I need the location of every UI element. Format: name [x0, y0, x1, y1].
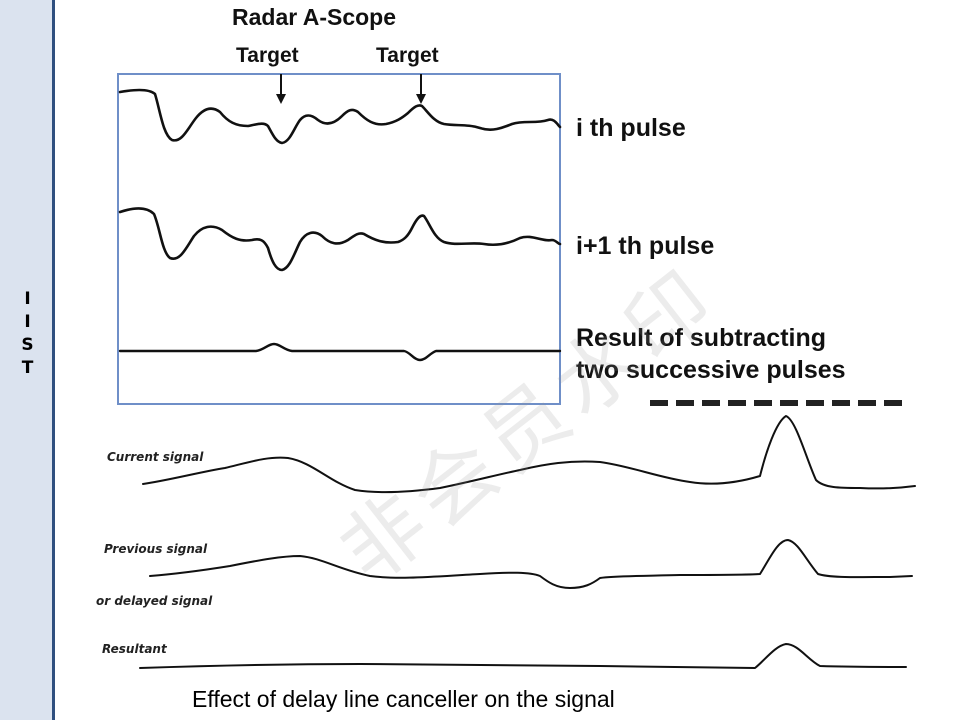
target-label-1: Target: [236, 44, 299, 67]
subtraction-result-wave: [118, 342, 562, 362]
current-signal-wave: [142, 415, 916, 494]
i-th-pulse-wave: [118, 88, 562, 145]
scope-title: Radar A-Scope: [232, 4, 397, 30]
figure-caption: Effect of delay line canceller on the si…: [192, 686, 615, 712]
pulse-i1-label: i+1 th pulse: [576, 232, 715, 260]
delayed-signal-label: or delayed signal: [96, 594, 213, 608]
pulse-i-label: i th pulse: [576, 114, 686, 142]
result-label-line2: two successive pulses: [576, 356, 846, 384]
previous-signal-wave: [149, 539, 913, 589]
current-signal-label: Current signal: [107, 450, 204, 464]
side-letter-4: T: [21, 358, 34, 378]
resultant-wave: [139, 643, 907, 669]
side-letter-3: S: [21, 335, 34, 355]
side-bar: I I S T: [0, 0, 55, 720]
side-text: I I S T: [0, 288, 55, 380]
side-letter-1: I: [24, 289, 31, 309]
side-letter-2: I: [24, 312, 31, 332]
target-arrow-1: [276, 74, 286, 104]
previous-signal-label: Previous signal: [104, 542, 208, 556]
cut-off-text-fragment: [650, 400, 908, 406]
i-plus-1-th-pulse-wave: [118, 207, 562, 272]
target-arrow-2: [416, 74, 426, 104]
a-scope-frame: [117, 73, 561, 405]
target-label-2: Target: [376, 44, 439, 67]
result-label-line1: Result of subtracting: [576, 324, 827, 352]
resultant-label: Resultant: [102, 642, 167, 656]
